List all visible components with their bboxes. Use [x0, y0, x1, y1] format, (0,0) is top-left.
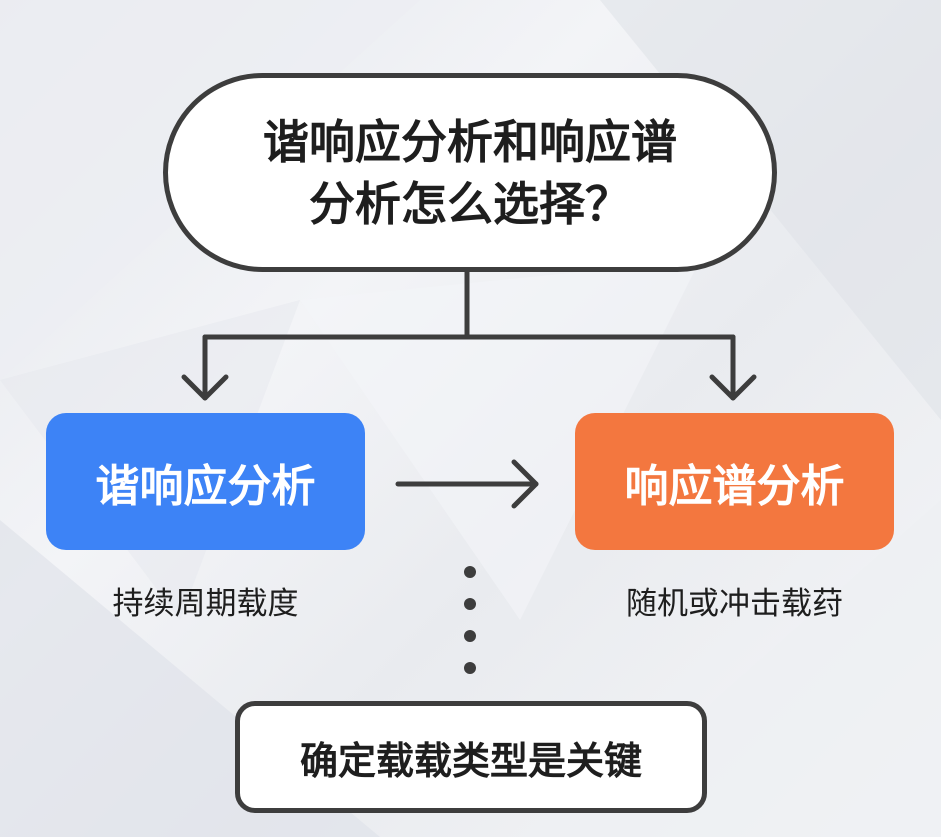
harmonic-response-title: 谐响应分析	[95, 460, 316, 512]
question-line-2: 分析怎么选择？	[309, 176, 631, 231]
dot-3	[464, 630, 476, 642]
harmonic-response-caption: 持续周期载度	[112, 586, 299, 622]
conclusion-box: 确定载载类型是关键	[235, 701, 707, 813]
response-spectrum-caption: 随机或冲击载荮	[626, 586, 843, 622]
arrowhead-right	[709, 374, 757, 401]
conclusion-text: 确定载载类型是关键	[299, 738, 642, 783]
response-spectrum-title: 响应谱分析	[624, 460, 845, 512]
question-line-1: 谐响应分析和响应谱	[263, 114, 677, 169]
dot-2	[464, 598, 476, 610]
harmonic-response-box: 谐响应分析	[46, 413, 365, 550]
dot-4	[464, 662, 476, 674]
response-spectrum-box: 响应谱分析	[575, 413, 894, 550]
question-bubble: 谐响应分析和响应谱 分析怎么选择？	[163, 73, 777, 272]
arrowhead-left	[181, 374, 229, 401]
arrowhead-middle	[511, 459, 539, 509]
dot-1	[464, 566, 476, 578]
